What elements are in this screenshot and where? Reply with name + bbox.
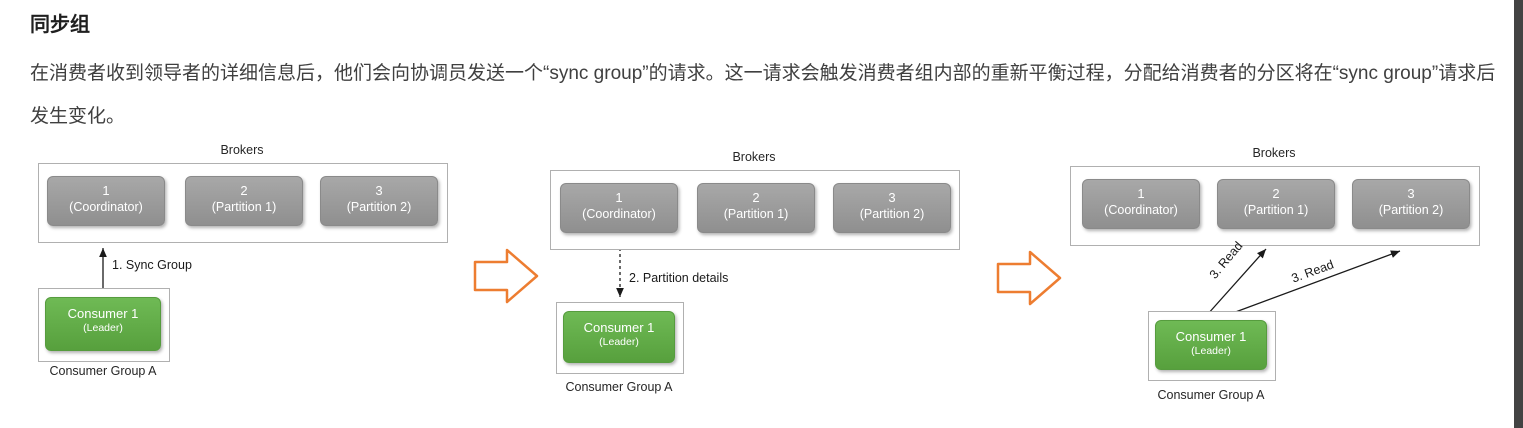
consumer-role: (Leader) bbox=[599, 336, 639, 348]
broker-role: (Partition 1) bbox=[723, 207, 789, 221]
broker-number: 1 bbox=[615, 190, 623, 205]
broker-box-partition1: 2 (Partition 1) bbox=[1217, 179, 1335, 229]
flow-arrow-icon bbox=[996, 250, 1062, 306]
broker-number: 3 bbox=[375, 183, 383, 198]
broker-box-partition2: 3 (Partition 2) bbox=[1352, 179, 1470, 229]
broker-role: (Partition 2) bbox=[346, 200, 412, 214]
partition-details-label: 2. Partition details bbox=[629, 271, 729, 285]
broker-number: 2 bbox=[752, 190, 760, 205]
intro-paragraph: 在消费者收到领导者的详细信息后，他们会向协调员发送一个“sync group”的… bbox=[30, 63, 1496, 127]
broker-number: 3 bbox=[1407, 186, 1415, 201]
broker-box-coordinator: 1 (Coordinator) bbox=[560, 183, 678, 233]
broker-role: (Partition 1) bbox=[1243, 203, 1309, 217]
broker-role: (Coordinator) bbox=[1104, 203, 1178, 217]
consumer-name: Consumer 1 bbox=[1175, 329, 1247, 344]
broker-number: 2 bbox=[240, 183, 248, 198]
broker-role: (Partition 2) bbox=[859, 207, 925, 221]
page-title: 同步组 bbox=[30, 14, 90, 36]
read-arrow-1 bbox=[1206, 248, 1267, 316]
flow-arrow-icon bbox=[473, 248, 539, 304]
consumer-role: (Leader) bbox=[83, 322, 123, 334]
broker-number: 2 bbox=[1272, 186, 1280, 201]
brokers-label: Brokers bbox=[732, 150, 776, 164]
brokers-label: Brokers bbox=[220, 143, 264, 157]
consumer-name: Consumer 1 bbox=[583, 320, 655, 335]
broker-number: 3 bbox=[888, 190, 896, 205]
consumer-box: Consumer 1 (Leader) bbox=[563, 311, 675, 363]
broker-role: (Partition 2) bbox=[1378, 203, 1444, 217]
broker-role: (Coordinator) bbox=[69, 200, 143, 214]
consumer-group-label: Consumer Group A bbox=[49, 364, 157, 378]
consumer-role: (Leader) bbox=[1191, 345, 1231, 357]
broker-box-partition1: 2 (Partition 1) bbox=[185, 176, 303, 226]
brokers-label: Brokers bbox=[1252, 146, 1296, 160]
broker-box-partition1: 2 (Partition 1) bbox=[697, 183, 815, 233]
consumer-group-label: Consumer Group A bbox=[1157, 388, 1265, 402]
read-arrow-2 bbox=[1221, 250, 1401, 318]
consumer-box: Consumer 1 (Leader) bbox=[1155, 320, 1267, 370]
broker-box-coordinator: 1 (Coordinator) bbox=[1082, 179, 1200, 229]
sync-group-label: 1. Sync Group bbox=[112, 258, 192, 272]
broker-number: 1 bbox=[1137, 186, 1145, 201]
consumer-group-label: Consumer Group A bbox=[565, 380, 673, 394]
broker-role: (Coordinator) bbox=[582, 207, 656, 221]
broker-box-partition2: 3 (Partition 2) bbox=[833, 183, 951, 233]
broker-box-coordinator: 1 (Coordinator) bbox=[47, 176, 165, 226]
consumer-name: Consumer 1 bbox=[67, 306, 139, 321]
broker-number: 1 bbox=[102, 183, 110, 198]
read-label-2: 3. Read bbox=[1289, 257, 1336, 286]
consumer-box: Consumer 1 (Leader) bbox=[45, 297, 161, 351]
broker-box-partition2: 3 (Partition 2) bbox=[320, 176, 438, 226]
broker-role: (Partition 1) bbox=[211, 200, 277, 214]
scrollbar[interactable] bbox=[1514, 0, 1523, 428]
